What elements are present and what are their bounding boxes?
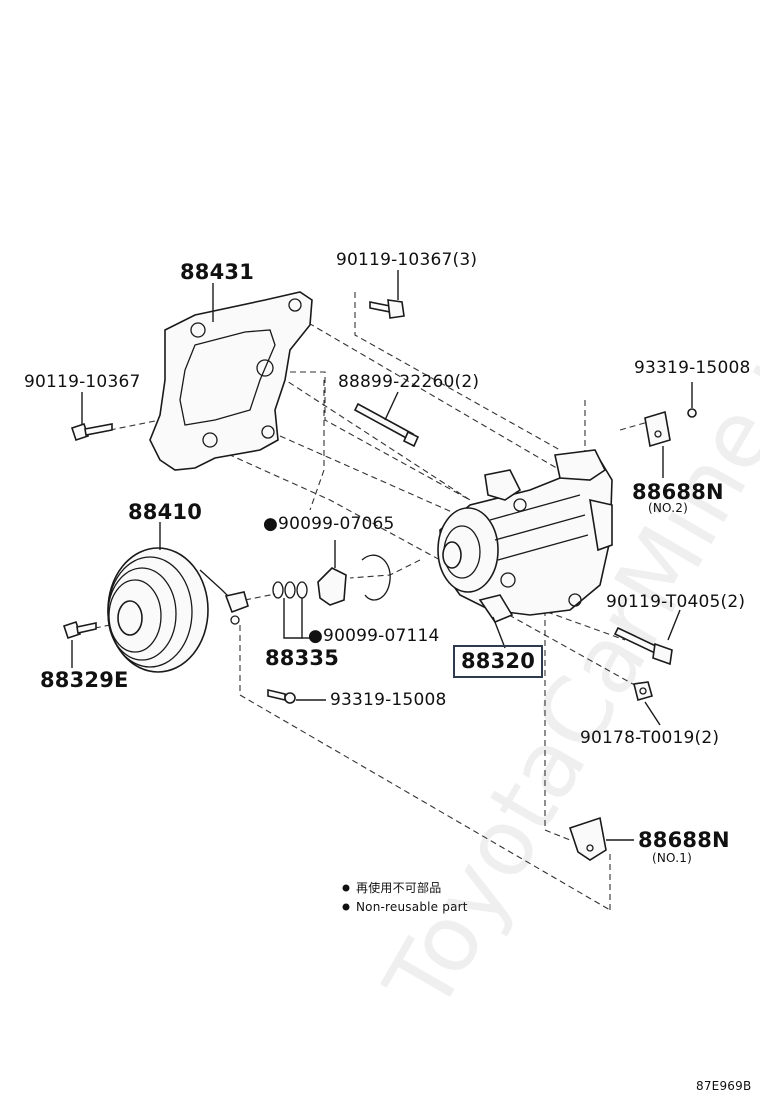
- screw-bottom-drawing: [267, 688, 326, 704]
- clip-no2-drawing: [644, 382, 697, 478]
- label-clip-no2-sub: (NO.2): [648, 501, 688, 515]
- bolt-long-drawing: [613, 609, 681, 666]
- label-stud: 88899-22260(2): [338, 372, 480, 392]
- shims-88335-drawing: [272, 581, 312, 639]
- label-pulley: 88410: [128, 500, 203, 524]
- bolt-top-drawing: [369, 270, 405, 319]
- label-screw-right-top: 93319-15008: [634, 358, 751, 378]
- label-compressor: 88320: [453, 645, 544, 678]
- label-screw-bottom: 93319-15008: [330, 690, 447, 710]
- label-snap-ring-bottom: ●90099-07114: [308, 626, 440, 646]
- stud-drawing: [353, 391, 420, 448]
- diagram-code: 87E969B: [696, 1079, 752, 1093]
- legend-jp: 再使用不可部品: [356, 881, 442, 895]
- label-nut: 90178-T0019(2): [580, 728, 720, 748]
- label-bolt-long: 90119-T0405(2): [606, 592, 746, 612]
- non-reusable-icon: ●: [263, 514, 279, 534]
- label-clip-no2: 88688N: [632, 480, 724, 504]
- clip-no1-drawing: [568, 816, 634, 861]
- non-reusable-icon: ●: [308, 626, 324, 646]
- label-clip-no1-sub: (NO.1): [652, 851, 692, 865]
- bracket-88431-drawing: [149, 283, 313, 471]
- label-clip-no1: 88688N: [638, 828, 730, 852]
- label-bolt-top: 90119-10367(3): [336, 250, 478, 270]
- label-bracket: 88431: [180, 260, 255, 284]
- legend-markers: [342, 884, 350, 911]
- compressor-88320-drawing: [437, 449, 613, 649]
- pulley-bolt-drawing: [62, 620, 97, 668]
- bolt-left-drawing: [70, 392, 113, 442]
- nut-drawing: [633, 681, 661, 726]
- label-shims: 88335: [265, 646, 340, 670]
- legend-en: Non-reusable part: [356, 900, 468, 914]
- label-snap-ring-top: ●90099-07065: [263, 514, 395, 534]
- pulley-88410-drawing: [107, 522, 249, 673]
- snap-rings-drawing: [317, 540, 391, 606]
- label-bolt-left: 90119-10367: [24, 372, 141, 392]
- label-pulley-bolt: 88329E: [40, 668, 129, 692]
